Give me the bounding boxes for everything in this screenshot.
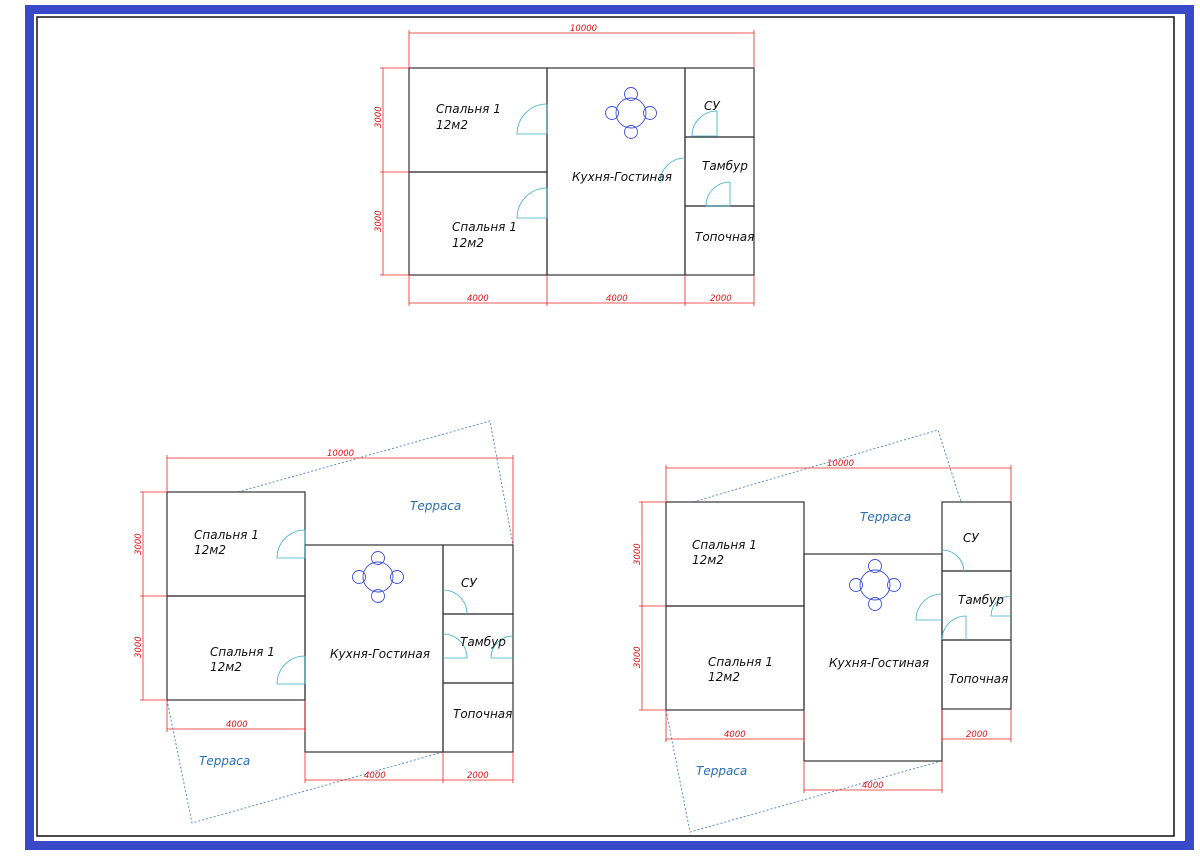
dimension-height-upper: 3000	[374, 106, 384, 128]
boiler-walls	[941, 639, 1012, 710]
dimension-line-right-width	[941, 709, 1012, 742]
boiler-walls	[442, 682, 514, 753]
room-label-bath: СУ	[963, 531, 979, 545]
dimension-width-right: 2000	[966, 730, 988, 740]
dimension-total-width: 10000	[570, 24, 597, 34]
dimension-total-width: 10000	[827, 459, 854, 469]
room-label-bedroom-upper: Спальня 1	[436, 102, 501, 116]
dimension-width-middle: 4000	[862, 781, 884, 791]
dimension-line-left-height	[380, 67, 409, 276]
door-bath	[691, 110, 718, 137]
room-area-bedroom-lower: 12м2	[708, 670, 740, 684]
dimension-line-bedroom-width	[166, 700, 306, 732]
dimension-line-left-height	[639, 501, 666, 711]
dimension-width-right: 2000	[710, 294, 732, 304]
dimension-line-kitchen-width	[803, 761, 943, 793]
room-label-bedroom-upper: Спальня 1	[194, 528, 259, 542]
room-label-bedroom-lower: Спальня 1	[210, 645, 275, 659]
door-vestibule	[442, 633, 468, 659]
terrace-outline-lower	[166, 699, 444, 824]
dimension-line-bottom	[408, 275, 755, 306]
dimension-height-upper: 3000	[633, 543, 643, 565]
dimension-line-left-height	[140, 491, 167, 701]
bedroom-upper-walls	[408, 67, 548, 173]
terrace-outline-lower	[665, 709, 942, 833]
floor-plan-left: Спальня 1 12м2 Спальня 1 12м2 Кухня-Гост…	[134, 420, 514, 824]
bath-walls	[442, 544, 514, 615]
dimension-height-lower: 3000	[374, 210, 384, 232]
room-label-bedroom-lower: Спальня 1	[708, 655, 773, 669]
terrace-label-lower: Терраса	[199, 754, 250, 768]
terrace-outline-upper	[237, 420, 514, 546]
dimension-line-bedroom-width	[665, 710, 805, 742]
dining-table-icon	[352, 551, 404, 603]
dimension-total-width: 10000	[327, 449, 354, 459]
door-bedroom-lower	[516, 187, 548, 219]
door-bedroom-lower	[276, 655, 306, 685]
dimension-width-middle: 4000	[606, 294, 628, 304]
door-bath	[442, 589, 468, 615]
dimension-line-total	[665, 465, 1012, 502]
room-area-bedroom-lower: 12м2	[210, 660, 242, 674]
dimension-line-total	[408, 30, 755, 68]
room-label-kitchen: Кухня-Гостиная	[829, 656, 929, 670]
room-label-bath: СУ	[461, 576, 477, 590]
door-vestibule	[915, 593, 943, 621]
sheet-border-outer	[25, 5, 1194, 850]
door-bedroom-upper	[516, 103, 548, 135]
door-bedroom-upper	[276, 529, 306, 559]
dimension-width-right: 2000	[467, 771, 489, 781]
room-label-kitchen: Кухня-Гостиная	[330, 647, 430, 661]
door-vestibule	[659, 157, 686, 184]
room-area-bedroom-upper: 12м2	[194, 543, 226, 557]
door-terrace-vestibule	[490, 635, 514, 659]
dimension-line-bottom	[304, 752, 514, 783]
room-area-bedroom-upper: 12м2	[692, 553, 724, 567]
room-area-bedroom-upper: 12м2	[436, 118, 468, 132]
dining-table-icon	[605, 87, 657, 139]
room-label-vestibule: Тамбур	[702, 159, 748, 173]
dimension-height-lower: 3000	[134, 636, 144, 658]
room-label-vestibule: Тамбур	[958, 593, 1004, 607]
terrace-label-upper: Терраса	[410, 499, 461, 513]
room-label-bath: СУ	[704, 99, 720, 113]
dining-table-icon	[849, 559, 901, 611]
terrace-label-upper: Терраса	[860, 510, 911, 524]
room-label-kitchen: Кухня-Гостиная	[572, 170, 672, 184]
door-terrace-vestibule	[990, 595, 1012, 617]
dimension-height-lower: 3000	[633, 646, 643, 668]
door-boiler	[941, 615, 967, 641]
door-bath	[941, 549, 965, 573]
dimension-width-middle: 4000	[364, 771, 386, 781]
dimension-width-left: 4000	[467, 294, 489, 304]
dimension-height-upper: 3000	[134, 533, 144, 555]
room-label-boiler: Топочная	[453, 707, 512, 721]
room-label-boiler: Топочная	[695, 230, 754, 244]
floor-plan-top: Спальня 1 12м2 Спальня 1 12м2 Кухня-Гост…	[374, 24, 755, 306]
terrace-label-lower: Терраса	[696, 764, 747, 778]
room-label-boiler: Топочная	[949, 672, 1008, 686]
room-label-vestibule: Тамбур	[460, 635, 506, 649]
bedroom-upper-walls	[166, 491, 306, 597]
dimension-width-left: 4000	[226, 720, 248, 730]
room-area-bedroom-lower: 12м2	[452, 236, 484, 250]
door-boiler	[705, 181, 731, 207]
dimension-width-left: 4000	[724, 730, 746, 740]
room-label-bedroom-upper: Спальня 1	[692, 538, 757, 552]
floor-plan-right: Спальня 1 12м2 Спальня 1 12м2 Кухня-Гост…	[633, 429, 1012, 833]
dimension-line-total	[166, 455, 514, 545]
sheet-border-inner	[36, 16, 1175, 837]
room-label-bedroom-lower: Спальня 1	[452, 220, 517, 234]
bedroom-upper-walls	[665, 501, 805, 607]
terrace-outline-upper	[692, 429, 962, 503]
